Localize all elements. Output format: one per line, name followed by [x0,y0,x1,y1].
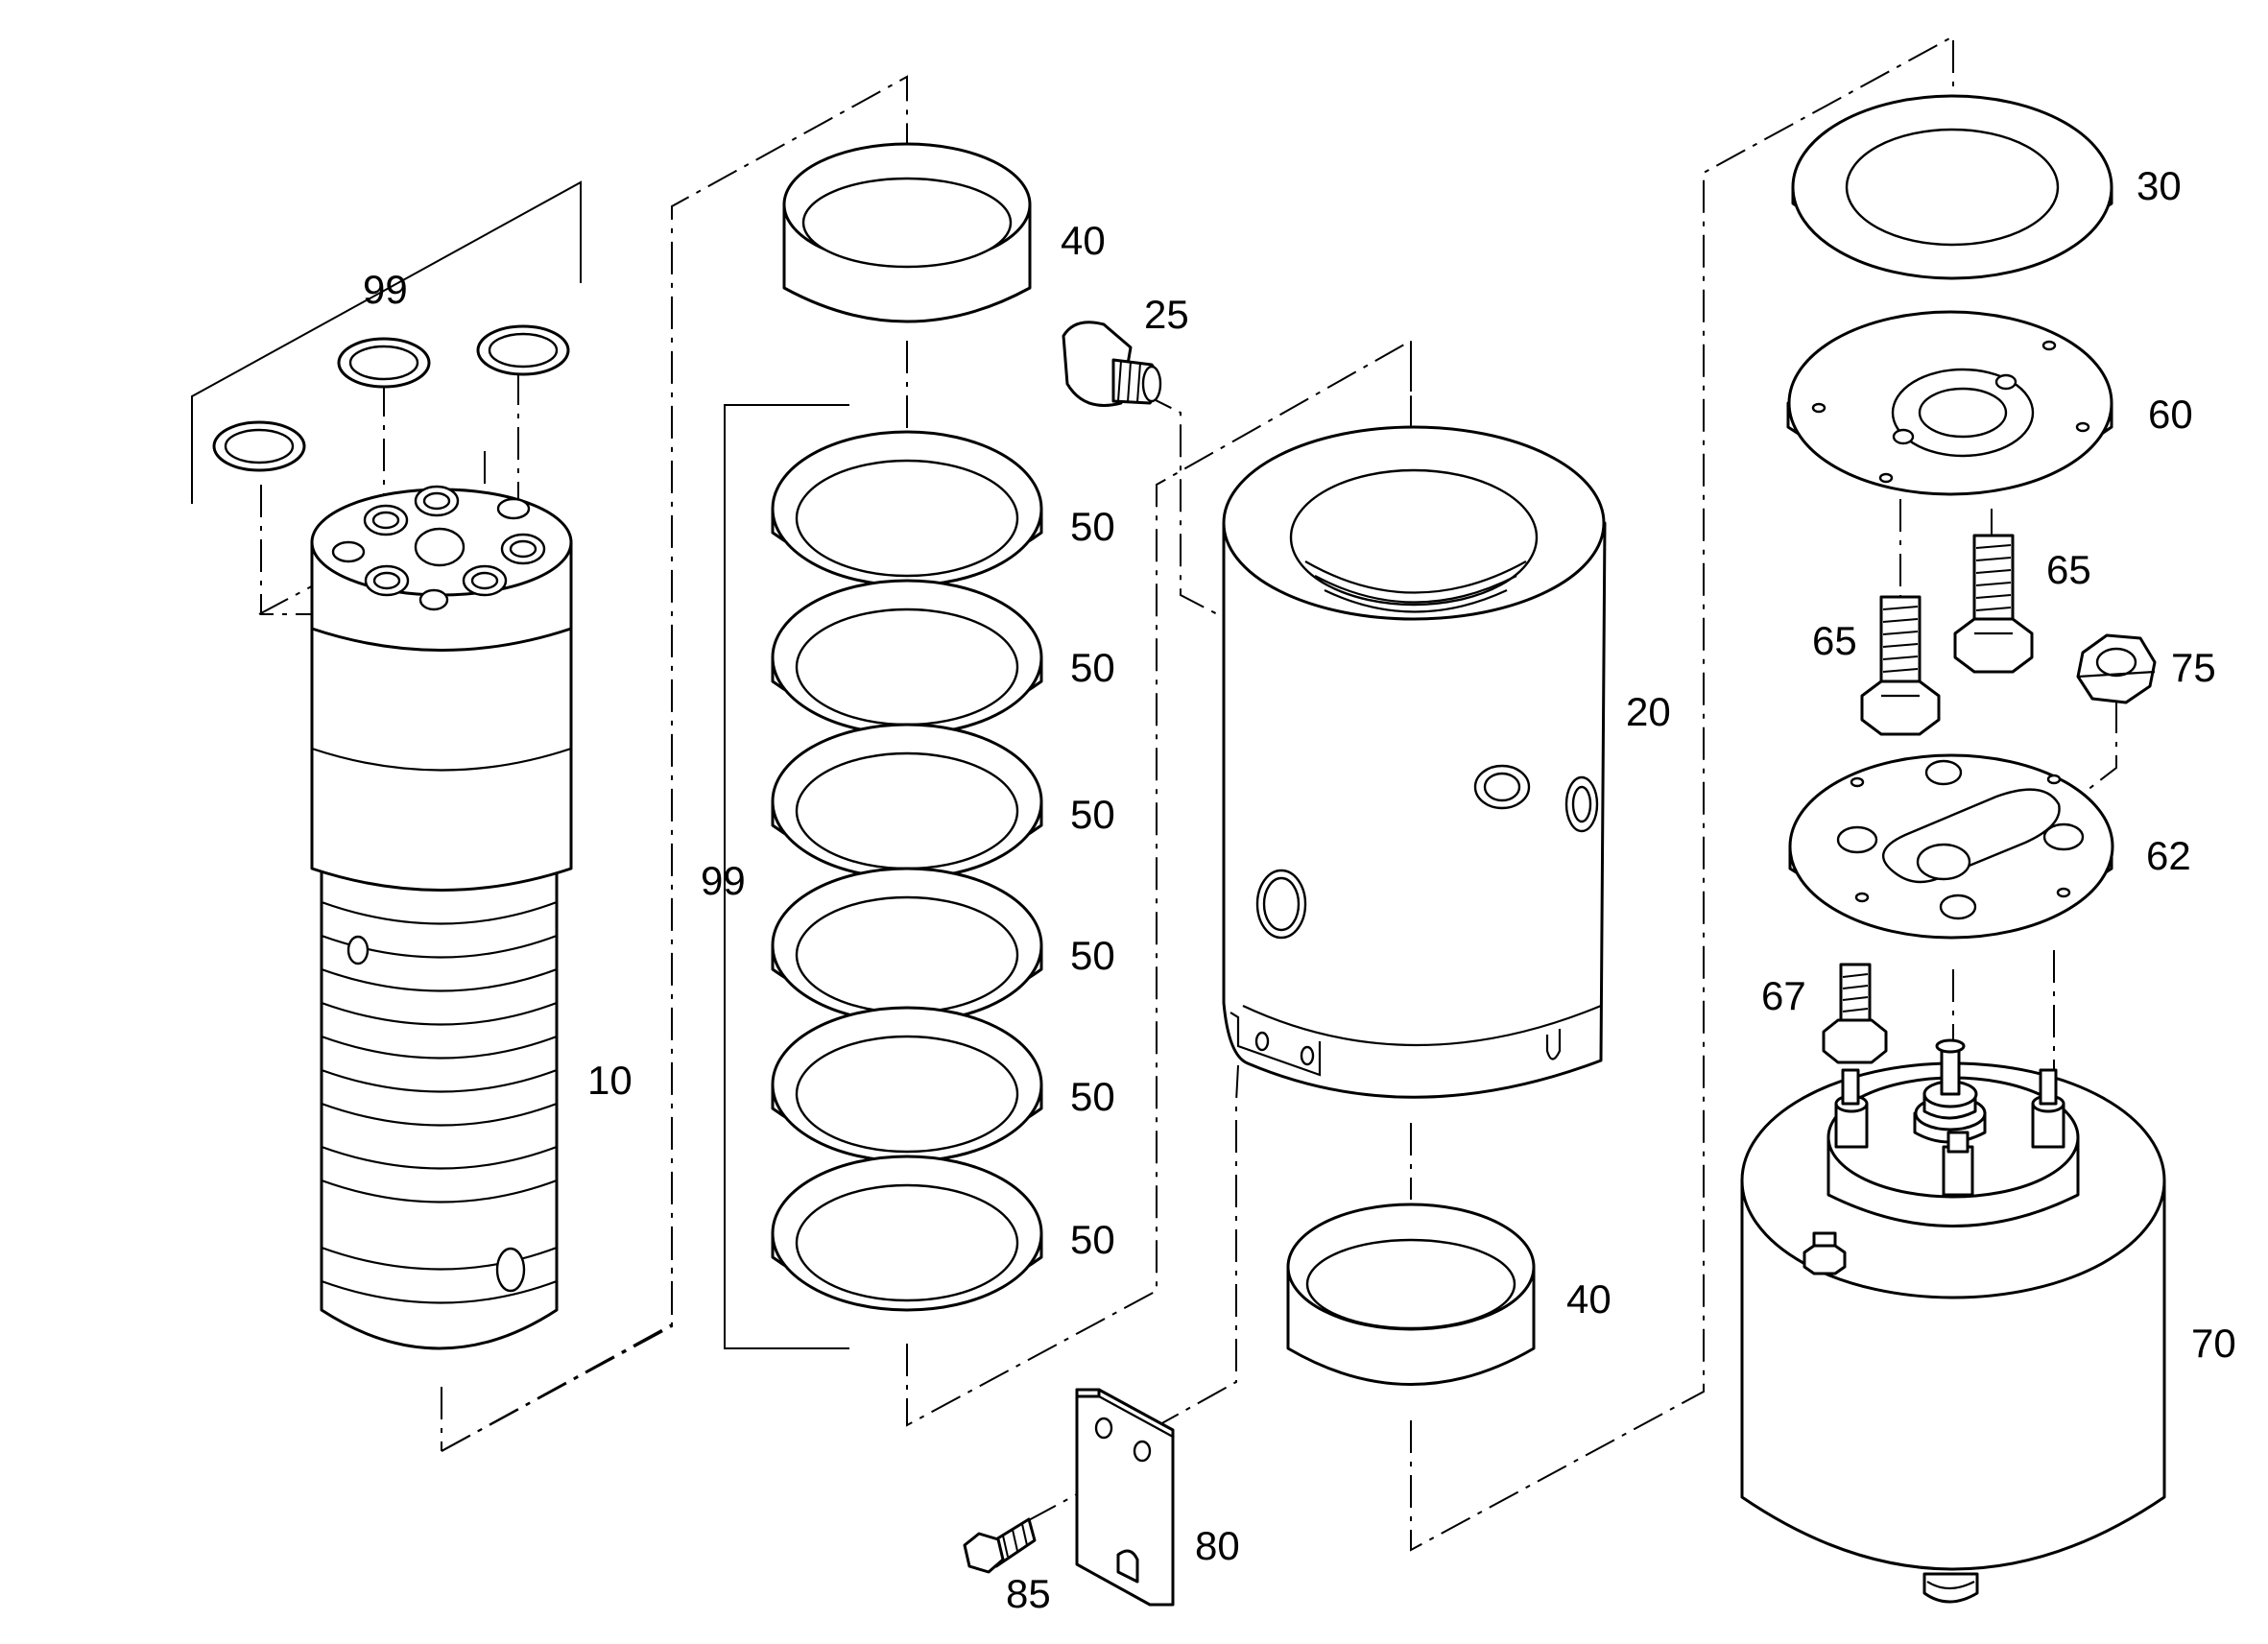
label-kit-99-left: 99 [363,267,408,312]
label-plate-62: 62 [2146,833,2191,878]
label-seal-50-1: 50 [1070,504,1115,549]
label-kit-99-middle: 99 [701,858,746,903]
housing-part-20 [1222,425,1607,1099]
label-nut-75: 75 [2171,645,2216,690]
part-labels: 99 99 10 20 25 30 40 40 50 50 50 50 50 5… [363,163,2236,1616]
label-bracket-80: 80 [1195,1523,1240,1568]
seal-rings-50 [771,430,1043,1312]
seal-ring-2 [771,579,1043,736]
label-seal-50-6: 50 [1070,1217,1115,1262]
screw-part-67 [1822,963,1888,1064]
rotor-part-10 [310,485,573,1350]
kit-brackets [191,180,849,1349]
label-seal-50-5: 50 [1070,1074,1115,1119]
flange-part-60 [1786,310,2113,496]
label-motor-70: 70 [2191,1321,2236,1366]
o-rings-kit-99 [212,324,570,472]
label-seal-50-4: 50 [1070,933,1115,978]
label-bushing-40-bottom: 40 [1566,1276,1611,1322]
motor-part-70 [1740,1038,2166,1604]
bolt-part-65-right [1953,534,2034,674]
label-plug-25: 25 [1144,292,1189,337]
plate-part-62 [1788,753,2114,940]
label-flange-60: 60 [2148,392,2193,437]
nut-part-75 [2076,633,2157,704]
seal-ring-6 [771,1155,1043,1312]
label-rotor-10: 10 [587,1058,633,1103]
label-seal-50-3: 50 [1070,792,1115,837]
disc-part-30 [1791,94,2113,280]
label-screw-67: 67 [1761,973,1806,1018]
label-seal-50-2: 50 [1070,645,1115,690]
bolt-part-65-left [1860,595,1941,736]
label-bolt-65-left: 65 [1812,618,1857,663]
seal-ring-5 [771,1006,1043,1163]
label-housing-20: 20 [1626,689,1671,734]
seal-ring-1 [771,430,1043,587]
bracket-plate-part-80 [1075,1388,1175,1607]
bushing-part-40-top [782,142,1032,323]
label-bushing-40-top: 40 [1061,218,1106,263]
plug-part-25 [1062,321,1162,407]
screw-part-85 [963,1517,1037,1574]
seal-ring-3 [771,723,1043,880]
label-bolt-65-right: 65 [2046,547,2091,592]
label-screw-85: 85 [1006,1571,1051,1616]
bushing-part-40-bottom [1286,1203,1536,1386]
seal-ring-4 [771,867,1043,1024]
label-disc-30: 30 [2137,163,2182,208]
